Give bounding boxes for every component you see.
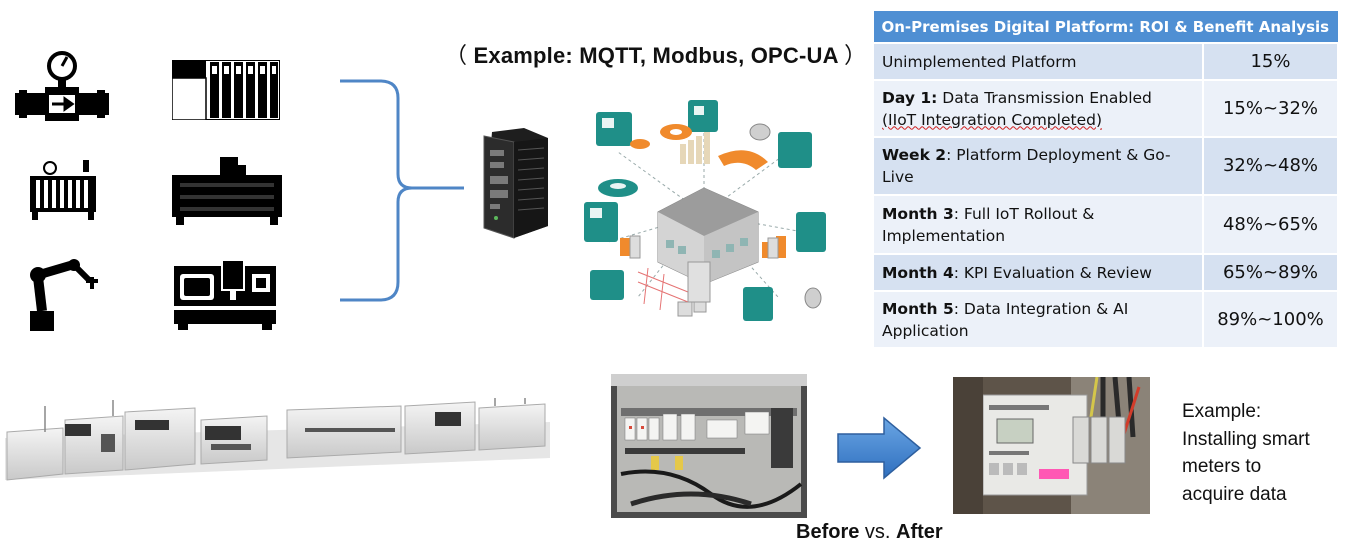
table-row: Day 1: Data Transmission Enabled (IIoT I… — [872, 79, 1339, 138]
flow-meter-icon — [15, 48, 110, 123]
radiator-icon — [28, 158, 98, 220]
plc-rack-icon — [172, 60, 280, 120]
row-stage-text: : KPI Evaluation & Review — [953, 263, 1152, 282]
row-stage: Day 1: Data Transmission Enabled (IIoT I… — [872, 79, 1204, 138]
row-stage-text: : Platform Deployment & Go-Live — [882, 146, 1171, 186]
caption-line: Example: — [1182, 401, 1262, 422]
row-stage-text: : Full IoT Rollout & Implementation — [882, 204, 1095, 245]
grouping-brace — [338, 78, 468, 309]
row-stage: Unimplemented Platform — [872, 42, 1204, 81]
row-value: 89%~100% — [1202, 290, 1339, 349]
table-row: Week 2: Platform Deployment & Go-Live 32… — [872, 136, 1339, 196]
after-label: After — [896, 521, 943, 543]
row-value: 65%~89% — [1202, 253, 1339, 292]
row-stage-text: Unimplemented Platform — [882, 52, 1077, 71]
row-stage-bold: Month 3 — [882, 204, 954, 223]
row-stage: Month 5: Data Integration & AI Applicati… — [872, 290, 1204, 349]
chiller-icon — [172, 155, 282, 225]
industrial-pc-icon — [478, 128, 550, 240]
row-stage-text: : Data Integration & AI Application — [882, 299, 1129, 340]
row-value: 15%~32% — [1202, 79, 1339, 138]
caption-line: acquire data — [1182, 483, 1287, 505]
caption-line: Installing smart — [1182, 428, 1310, 450]
row-stage-bold: Week 2 — [882, 146, 947, 164]
before-after-caption: Before vs. After — [796, 521, 943, 544]
right-arrow-icon — [836, 416, 922, 480]
row-stage-bold: Day 1: — [882, 88, 938, 107]
row-stage-bold: Month 5 — [882, 299, 954, 318]
protocol-example-caption: （ Example: MQTT, Modbus, OPC-UA ） — [445, 38, 866, 70]
roi-benefit-table: On-Premises Digital Platform: ROI & Bene… — [872, 10, 1339, 349]
caption-line: meters to — [1182, 456, 1262, 477]
row-stage: Week 2: Platform Deployment & Go-Live — [872, 136, 1204, 196]
close-paren: ） — [844, 43, 867, 68]
row-stage: Month 3: Full IoT Rollout & Implementati… — [872, 194, 1204, 255]
smart-factory-illustration — [578, 92, 830, 342]
vs-label: vs. — [859, 521, 897, 543]
table-row: Month 3: Full IoT Rollout & Implementati… — [872, 194, 1339, 255]
control-panel-photo — [611, 374, 807, 518]
cnc-machine-icon — [172, 260, 278, 330]
row-value: 48%~65% — [1202, 194, 1339, 255]
row-stage: Month 4: KPI Evaluation & Review — [872, 253, 1204, 292]
smart-meter-photo — [953, 377, 1150, 514]
row-stage-bold: Month 4 — [882, 263, 954, 282]
table-row: Unimplemented Platform 15% — [872, 42, 1339, 81]
row-stage-line2: (IIoT Integration Completed) — [882, 110, 1102, 129]
row-value: 15% — [1202, 42, 1339, 81]
row-stage-text: Data Transmission Enabled — [937, 88, 1152, 107]
smart-meter-caption: Example: Installing smart meters to acqu… — [1182, 398, 1342, 508]
table-row: Month 5: Data Integration & AI Applicati… — [872, 290, 1339, 349]
robot-arm-icon — [22, 255, 102, 331]
table-row: Month 4: KPI Evaluation & Review 65%~89% — [872, 253, 1339, 292]
roi-table-title: On-Premises Digital Platform: ROI & Bene… — [872, 10, 1339, 44]
open-paren: （ — [445, 43, 468, 68]
production-line-image — [5, 398, 550, 491]
protocol-example-text: Example: MQTT, Modbus, OPC-UA — [473, 43, 838, 68]
row-value: 32%~48% — [1202, 136, 1339, 196]
before-label: Before — [796, 521, 860, 543]
